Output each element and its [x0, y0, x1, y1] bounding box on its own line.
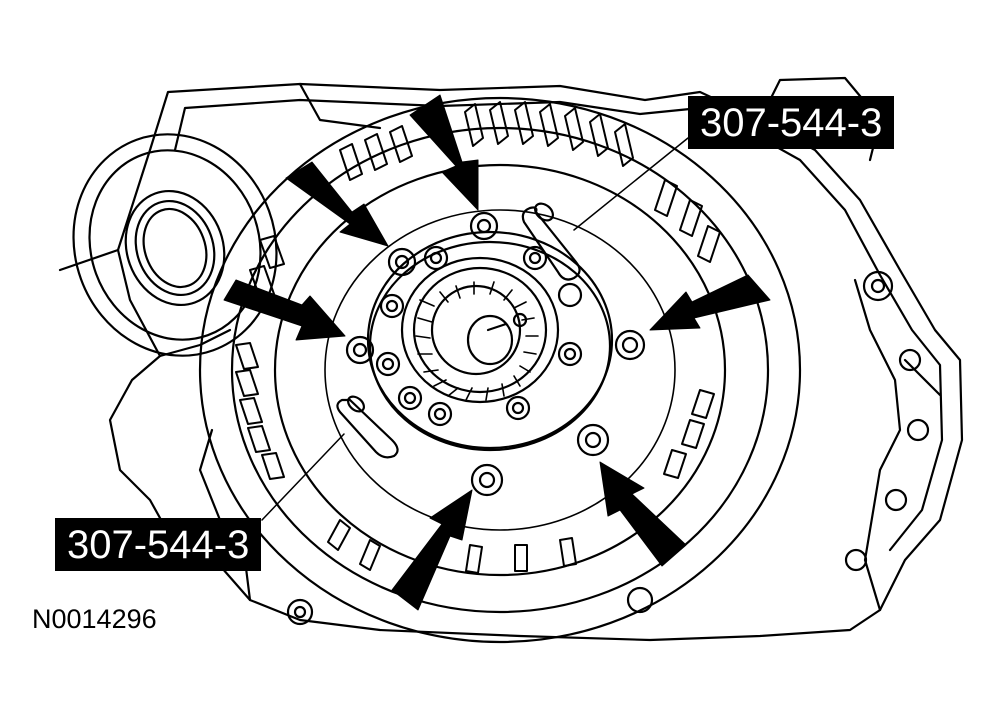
- outer-bolts: [345, 211, 646, 497]
- tool-callout-top: 307-544-3: [688, 96, 895, 149]
- bolt-icon: [557, 341, 583, 367]
- arrow-icon: [223, 279, 346, 341]
- bolt-icon: [505, 395, 531, 421]
- clutch-drum: [198, 96, 802, 644]
- bolt-icon: [375, 351, 401, 377]
- arrow-icon: [649, 274, 771, 331]
- bolt-icon: [614, 329, 646, 361]
- guide-pin-icon: [336, 395, 399, 459]
- arrow-icon: [409, 94, 479, 211]
- bolt-icon: [469, 211, 499, 241]
- bolt-icon: [397, 385, 423, 411]
- arrows: [223, 94, 771, 611]
- figure-id: N0014296: [32, 604, 157, 634]
- bolt-icon: [387, 247, 417, 277]
- output-shaft-seal: [72, 133, 278, 357]
- arrow-icon: [285, 161, 389, 247]
- bolt-icon: [423, 245, 449, 271]
- case-flange-holes: [286, 270, 930, 626]
- guide-pins: [336, 202, 581, 459]
- bolt-icon: [427, 401, 453, 427]
- arrow-icon: [391, 489, 473, 611]
- inner-bolts: [375, 245, 583, 427]
- bolt-icon: [470, 463, 504, 497]
- arrow-icon: [599, 461, 687, 567]
- leader-lines: [261, 137, 689, 521]
- retainer-plate: [366, 230, 614, 452]
- bolt-icon: [522, 245, 548, 271]
- bolt-icon: [345, 335, 375, 365]
- tool-callout-bottom: 307-544-3: [55, 518, 262, 571]
- guide-pin-icon: [521, 202, 581, 281]
- hub-splines: [415, 281, 539, 401]
- bolt-icon: [576, 423, 610, 457]
- bolt-icon: [379, 293, 405, 319]
